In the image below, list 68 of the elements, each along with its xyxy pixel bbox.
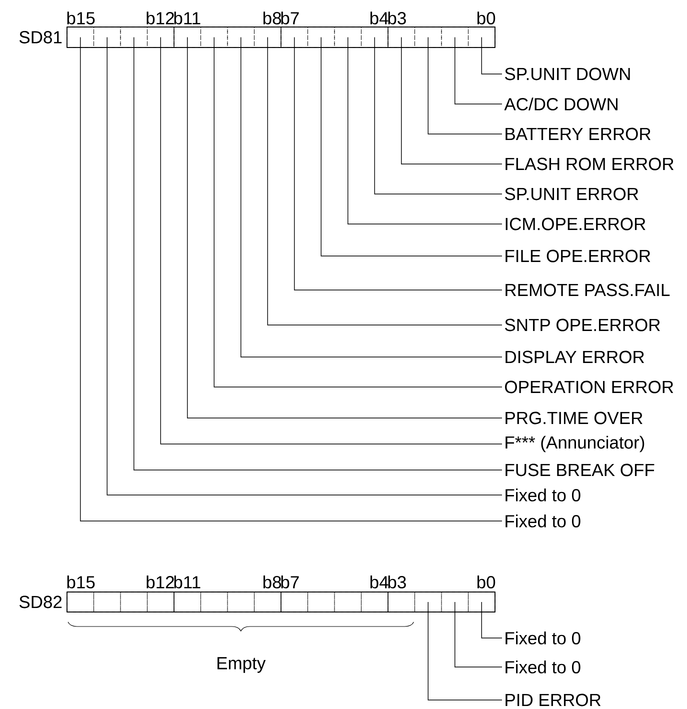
leader-line (240, 36, 502, 358)
signal-label: Fixed to 0 (506, 488, 580, 502)
leader-line (214, 36, 502, 388)
bit-number: b15 (67, 12, 95, 24)
signal-label: PRG.TIME OVER (506, 412, 642, 424)
leader-line (320, 36, 502, 256)
bit-number: b8 (263, 12, 282, 24)
bit-number: b12 (146, 576, 174, 588)
bit-number: b11 (174, 12, 200, 24)
signal-label: SNTP OPE.ERROR (505, 318, 660, 332)
leader-line (428, 602, 502, 700)
bit-cell (227, 26, 254, 48)
bit-number: b3 (388, 12, 406, 24)
bit-cell (308, 592, 335, 612)
signal-label: OPERATION ERROR (505, 380, 674, 394)
node-label: SD82 (19, 596, 62, 608)
bit-cell (227, 592, 254, 612)
signal-label: BATTERY ERROR (506, 128, 651, 140)
bit-cell (200, 592, 228, 612)
bit-number: b7 (281, 576, 299, 588)
bit-number: b4 (370, 576, 388, 588)
leader-line (348, 36, 502, 224)
bit-cell (94, 26, 121, 48)
leader-line (454, 36, 502, 104)
signal-label: Fixed to 0 (506, 632, 580, 644)
group-label: Empty (218, 657, 266, 673)
signal-label: FLASH ROM ERROR (506, 158, 674, 170)
signal-label: REMOTE PASS.FAIL (506, 284, 670, 296)
signal-label: Fixed to 0 (506, 514, 580, 528)
leader-line (267, 36, 502, 326)
bit-cell (441, 592, 468, 612)
bit-number: b12 (146, 12, 174, 24)
bit-number: b8 (263, 576, 282, 588)
leader-line (481, 36, 502, 74)
leader-line (294, 36, 502, 290)
leader-line (374, 36, 502, 194)
signal-label: FILE OPE.ERROR (506, 250, 650, 262)
signal-label: SP.UNIT ERROR (505, 188, 638, 200)
bit-cell (414, 26, 442, 48)
leader-line (428, 36, 502, 134)
bit-number: b11 (174, 576, 200, 588)
bit-number: b0 (477, 12, 496, 24)
leader-line (401, 36, 502, 164)
bit-number: b0 (477, 576, 496, 588)
bit-cell (414, 592, 442, 612)
bit-cell (200, 26, 228, 48)
signal-label: SP.UNIT DOWN (505, 68, 630, 80)
node-label: SD81 (19, 31, 62, 44)
leader-line (454, 602, 502, 668)
bit-cell (120, 26, 148, 48)
signal-label: ICM.OPE.ERROR (506, 218, 646, 230)
bit-number: b3 (388, 576, 406, 588)
signal-label: FUSE BREAK OFF (506, 464, 654, 476)
signal-label: AC/DC DOWN (504, 98, 618, 110)
bit-cell (120, 592, 148, 612)
leader-line (481, 602, 502, 638)
bit-number: b7 (281, 12, 299, 24)
signal-label: Fixed to 0 (506, 660, 580, 674)
bit-cell (334, 592, 362, 612)
bit-cell (308, 26, 335, 48)
signal-label: DISPLAY ERROR (506, 350, 644, 364)
bit-number: b15 (67, 576, 95, 588)
bit-cell (334, 26, 362, 48)
signal-label: F*** (Annunciator) (506, 436, 644, 452)
signal-label: PID ERROR (506, 694, 601, 706)
bit-cell (94, 592, 121, 612)
bit-number: b4 (370, 12, 388, 24)
bit-cell (441, 26, 468, 48)
